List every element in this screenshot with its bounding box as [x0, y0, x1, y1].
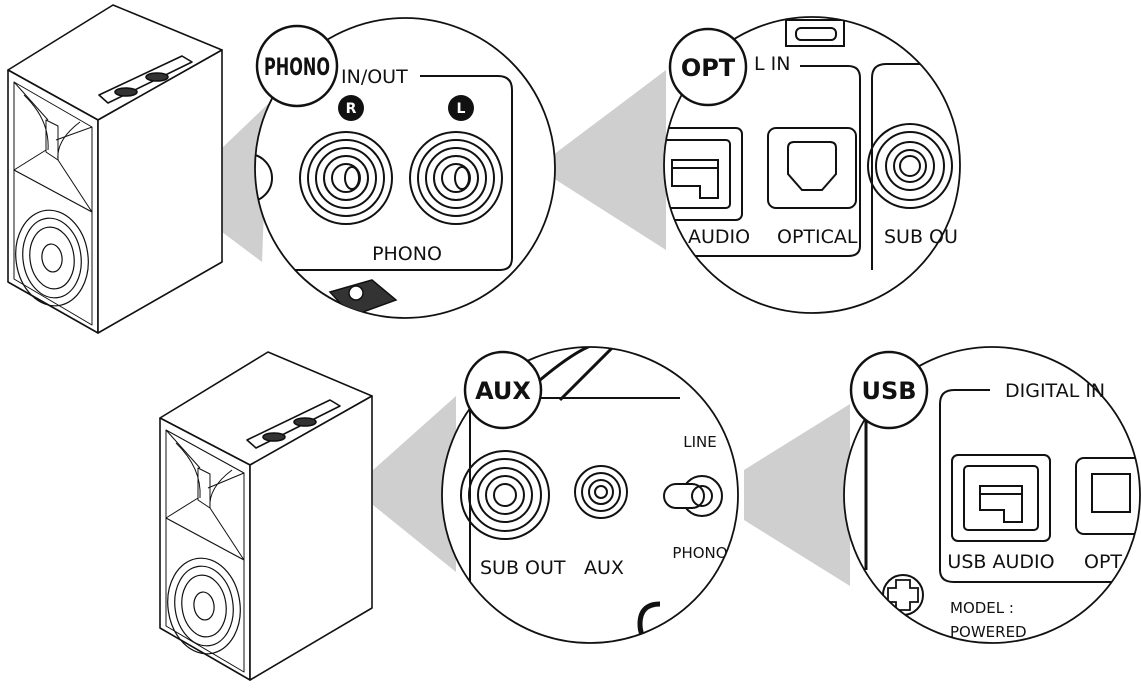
opt-optical-label: OPTICAL: [777, 226, 858, 248]
badge-opt-label: OPT: [681, 54, 736, 82]
usb-audio-label: USB AUDIO: [947, 551, 1054, 573]
jack-phono-l: [409, 131, 503, 225]
top-jack-2: [293, 417, 317, 427]
channel-r-badge: [338, 95, 364, 121]
top-jack-1: [114, 87, 138, 97]
jack-sub-out-partial: [867, 123, 953, 209]
jack-phono-r: [299, 131, 393, 225]
top-port: [785, 19, 845, 47]
aux-sub-label: SUB OUT: [480, 557, 566, 579]
optical-port: [767, 127, 857, 209]
usb-opt-label: OPT: [1084, 551, 1122, 573]
badge-usb: USB: [849, 350, 929, 430]
badge-aux: AUX: [463, 350, 543, 430]
horn-tweeter: [13, 81, 93, 213]
optical-port-shape: [787, 141, 837, 191]
usb-b-shape: [979, 485, 1023, 523]
channel-l-label: L: [457, 101, 466, 117]
jack-sub-out: [460, 450, 550, 540]
badge-usb-label: USB: [861, 377, 916, 405]
top-jack-2: [145, 72, 169, 82]
usb-panel-border: [939, 389, 1140, 583]
ce-mark-e: [677, 607, 701, 643]
usb-audio-port: [951, 454, 1051, 542]
usb-powered-label: POWERED: [950, 623, 1027, 641]
partial-jack-left: [255, 153, 273, 203]
usb-model-label: MODEL :: [950, 599, 1014, 617]
cone-aux-to-usb: [744, 404, 850, 586]
opt-usb-label: AUDIO: [688, 226, 750, 248]
zoom-usb: DIGITAL IN USB AUDIO OPT MODEL : POWERED: [843, 346, 1141, 644]
sub-panel-border: [871, 63, 960, 270]
channel-l-badge: [448, 95, 474, 121]
usb-audio-port-inner: [963, 465, 1039, 531]
usb-header-label: DIGITAL IN: [1005, 380, 1105, 402]
woofer: [15, 209, 89, 307]
usb-b-shape: [671, 159, 719, 199]
switch-line-phono: [663, 475, 723, 517]
opt-panel-border: [664, 65, 861, 257]
channel-r-label: R: [346, 101, 357, 117]
badge-phono-label: PHONO: [264, 53, 330, 81]
badge-aux-label: AUX: [475, 377, 531, 405]
opt-header-label: L IN: [754, 53, 790, 75]
aux-switch-bottom-label: PHONO: [672, 544, 727, 562]
aux-switch-top-label: LINE: [683, 433, 716, 451]
usb-port-inner: [664, 139, 731, 209]
badge-opt: OPT: [668, 27, 748, 107]
speaker-top: [7, 4, 223, 334]
aux-aux-label: AUX: [584, 557, 624, 579]
jack-aux: [574, 465, 628, 519]
opt-sub-label: SUB OU: [884, 226, 958, 248]
top-port-inner: [795, 27, 837, 41]
badge-phono: PHONO: [255, 24, 339, 108]
optical-port-partial: [1075, 457, 1140, 535]
optical-port-partial-inner: [1091, 473, 1131, 513]
speaker-bottom: [159, 351, 373, 681]
phono-footer-label: PHONO: [372, 243, 442, 265]
cone-phono-to-opt: [553, 70, 666, 250]
top-jack-1: [262, 432, 286, 442]
cone-speaker2-to-aux: [373, 396, 456, 572]
horn-tweeter: [165, 429, 245, 561]
phono-header-label: IN/OUT: [341, 66, 408, 88]
usb-port-partial: [664, 127, 743, 221]
phono-panel-border: [255, 75, 513, 271]
woofer: [167, 557, 241, 655]
